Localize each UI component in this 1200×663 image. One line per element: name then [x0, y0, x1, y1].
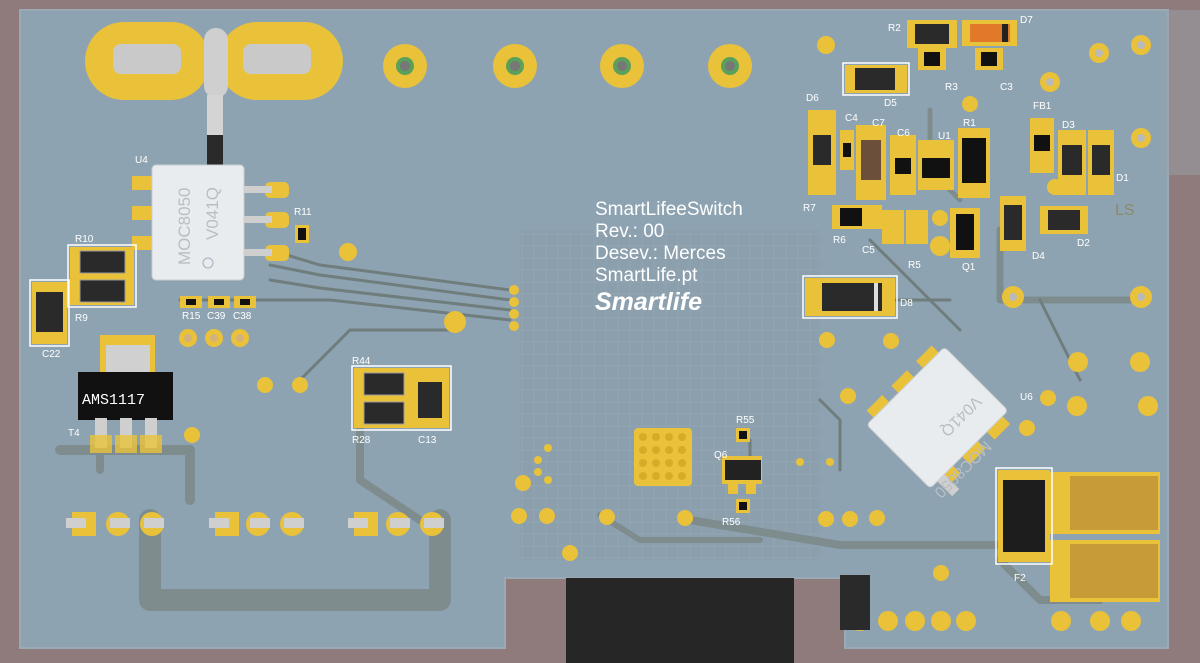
fuse-and-capacitors: [998, 470, 1160, 602]
ref-c39: C39: [207, 311, 226, 322]
ref-r3: R3: [945, 82, 958, 93]
ref-d5: D5: [884, 98, 897, 109]
top-right-smd-cluster: [808, 20, 1114, 258]
ref-c22: C22: [42, 349, 61, 360]
ref-c3: C3: [1000, 82, 1013, 93]
side-connector: [840, 575, 870, 630]
silkscreen-outlines: [29, 62, 1053, 565]
ref-r28: R28: [352, 435, 371, 446]
u4-marking-line1: MOC8050: [175, 188, 194, 265]
ref-d7: D7: [1020, 15, 1033, 26]
ref-d1: D1: [1116, 173, 1129, 184]
terminal-block-pins: [66, 512, 444, 536]
ref-r10: R10: [75, 234, 94, 245]
ref-q1: Q1: [962, 262, 976, 273]
smd-left-components: [32, 225, 309, 347]
ref-u6: U6: [1020, 392, 1033, 403]
diode-d8: [805, 278, 895, 316]
ref-c13: C13: [418, 435, 437, 446]
ref-d3: D3: [1062, 120, 1075, 131]
ref-r44: R44: [352, 356, 371, 367]
thermal-via-grid: [634, 428, 692, 486]
transistor-q6: [722, 428, 762, 513]
ref-r15: R15: [182, 311, 201, 322]
board-revision-label: Rev.: 00: [595, 221, 664, 242]
smd-mid-components: [354, 368, 449, 428]
board-designer-label: Desev.: Merces: [595, 243, 726, 264]
ref-q6: Q6: [714, 450, 728, 461]
ground-pour-area: [520, 230, 820, 560]
ref-c5: C5: [862, 245, 875, 256]
ref-r7: R7: [803, 203, 816, 214]
ref-r11: R11: [294, 207, 312, 218]
regulator-marking: AMS1117: [82, 392, 145, 409]
board-website-label: SmartLife.pt: [595, 265, 698, 286]
ref-d8: D8: [900, 298, 913, 309]
ref-c38: C38: [233, 311, 252, 322]
ref-fb1: FB1: [1033, 101, 1052, 112]
optocoupler-u6: [866, 345, 1011, 497]
usb-connector-body: [566, 578, 794, 663]
ref-d4: D4: [1032, 251, 1045, 262]
ref-u4: U4: [135, 155, 148, 166]
regulator-t4: [78, 335, 173, 453]
ref-ls: LS: [1115, 202, 1135, 219]
board-edge-strip: [1166, 10, 1200, 175]
ref-r6: R6: [833, 235, 846, 246]
ref-u1: U1: [938, 131, 951, 142]
oval-power-pads: [85, 22, 343, 167]
screw-terminal-pads: [383, 44, 752, 88]
ref-c4: C4: [845, 113, 858, 124]
ref-c7: C7: [872, 118, 885, 129]
ref-t4: T4: [68, 428, 80, 439]
ref-r2: R2: [888, 23, 901, 34]
smartlife-logo: Smartlife: [595, 288, 702, 316]
ref-d2: D2: [1077, 238, 1090, 249]
header-vias: [509, 285, 834, 484]
ref-r56: R56: [722, 517, 741, 528]
ref-r9: R9: [75, 313, 88, 324]
ref-r5: R5: [908, 260, 921, 271]
board-name-label: SmartLifeeSwitch: [595, 199, 743, 220]
ref-r1: R1: [963, 118, 976, 129]
ref-f2: F2: [1014, 573, 1026, 584]
ref-r55: R55: [736, 415, 755, 426]
vias: [184, 35, 1158, 631]
ref-c6: C6: [897, 128, 910, 139]
u4-marking-line2: V041Q: [203, 187, 222, 240]
ref-d6: D6: [806, 93, 819, 104]
optocoupler-u4: [132, 164, 289, 281]
